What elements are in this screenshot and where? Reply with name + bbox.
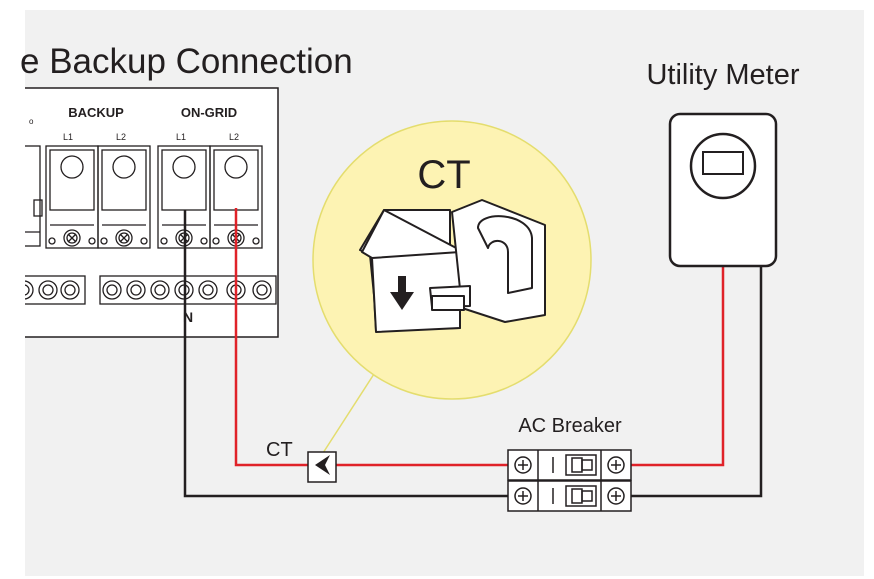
neutral-wire-inverter <box>183 210 508 498</box>
screw-terminal-icon <box>115 229 133 247</box>
zoom-leader-line <box>322 373 375 454</box>
terminal-label-backup-l1: L1 <box>63 132 73 142</box>
terminal-label-backup-l2: L2 <box>116 132 126 142</box>
screw-row-right <box>99 275 277 305</box>
ct-label: CT <box>266 439 293 461</box>
screw-terminal-icon <box>25 280 34 300</box>
breaker-switch-icon <box>565 454 597 476</box>
meter-display <box>702 151 744 175</box>
arrow-down-icon <box>390 276 414 310</box>
plus-terminal-icon <box>607 456 625 474</box>
ct-clamp-icon <box>359 199 546 333</box>
backup-label: BACKUP <box>68 105 124 120</box>
screw-row-left <box>25 275 86 305</box>
breaker-title: AC Breaker <box>518 415 622 437</box>
ct-zoom-title: CT <box>417 153 470 197</box>
terminal-backup-l2 <box>97 145 151 249</box>
meter-title: Utility Meter <box>646 59 799 91</box>
breaker-switch-icon <box>565 485 597 507</box>
screw-terminal-icon <box>198 280 218 300</box>
plus-terminal-icon <box>514 487 532 505</box>
neutral-label: N <box>183 309 193 325</box>
terminal-label-ongrid-l1: L1 <box>176 132 186 142</box>
screw-terminal-icon <box>60 280 80 300</box>
screw-terminal-icon <box>126 280 146 300</box>
screw-terminal-icon <box>38 280 58 300</box>
partial-terminal-left <box>25 145 43 247</box>
plus-terminal-icon <box>607 487 625 505</box>
neutral-wire-meter <box>631 266 763 498</box>
terminal-backup-l1 <box>45 145 99 249</box>
live-wire-meter <box>631 266 725 467</box>
breaker-pole-live <box>507 449 632 481</box>
ac-breaker <box>507 449 632 512</box>
breaker-pole-neutral <box>507 480 632 512</box>
screw-terminal-icon <box>150 280 170 300</box>
inverter-panel: BACKUP ON-GRID o L1 L2 L1 L2 N <box>25 87 279 338</box>
plus-terminal-icon <box>514 456 532 474</box>
live-wire-inverter <box>234 208 308 467</box>
screw-terminal-icon <box>63 229 81 247</box>
edge-label: o <box>29 117 34 126</box>
screw-terminal-icon <box>102 280 122 300</box>
terminal-label-ongrid-l2: L2 <box>229 132 239 142</box>
screw-terminal-icon <box>252 280 272 300</box>
ct-direction-arrow-icon <box>315 455 330 475</box>
ongrid-label: ON-GRID <box>181 105 237 120</box>
meter-dial <box>689 132 757 200</box>
diagram-title: e Backup Connection <box>20 42 353 81</box>
